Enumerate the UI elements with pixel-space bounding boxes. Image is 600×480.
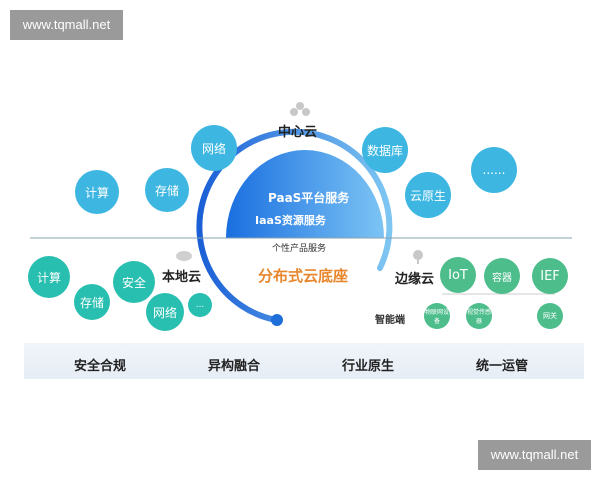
terminal-circle: 网关	[537, 303, 563, 329]
distributed-base-label: 分布式云底座	[258, 267, 349, 285]
edge-circle: IEF	[532, 258, 568, 294]
edge-cloud-title: 边缘云	[395, 272, 435, 287]
cloud-icon	[290, 102, 310, 116]
center-circle: 计算	[75, 170, 119, 214]
terminal-label: 智能端	[375, 315, 405, 326]
terminal-circle: 物联网设备	[424, 303, 450, 329]
cloud-icon	[176, 251, 192, 261]
center-circle: 存储	[145, 168, 189, 212]
local-circle: 安全	[113, 261, 155, 303]
center-cloud-title: 中心云	[278, 125, 318, 140]
cloud-icon	[413, 250, 423, 264]
capability-band: 安全合规 异构融合 行业原生 统一运管	[24, 343, 584, 379]
capability-label: 安全合规	[73, 359, 127, 374]
edge-circle: IoT	[440, 257, 476, 293]
capability-label: 异构融合	[207, 359, 261, 374]
local-cloud-title: 本地云	[162, 270, 202, 285]
ring-arc	[196, 128, 393, 323]
watermark: www.tqmall.net	[10, 10, 123, 40]
personal-service-label: 个性产品服务	[272, 244, 327, 254]
local-circle: 计算	[28, 256, 70, 298]
center-circle: 云原生	[405, 172, 451, 218]
dome	[226, 150, 384, 238]
capability-label: 统一运管	[475, 359, 529, 374]
center-circle: ......	[471, 147, 517, 193]
center-circle: 网络	[191, 125, 237, 171]
terminal-circle: 视觉传感器	[466, 303, 492, 329]
capability-label: 行业原生	[341, 359, 395, 374]
center-circle: 数据库	[362, 127, 408, 173]
arc-end-dot	[271, 314, 283, 326]
watermark: www.tqmall.net	[478, 440, 591, 470]
paas-label: PaaS平台服务	[268, 191, 350, 205]
edge-circle: 容器	[484, 258, 520, 294]
iaas-label: IaaS资源服务	[255, 214, 326, 227]
local-circle: ...	[188, 293, 212, 317]
local-circle: 存储	[74, 284, 110, 320]
local-circle: 网络	[146, 293, 184, 331]
